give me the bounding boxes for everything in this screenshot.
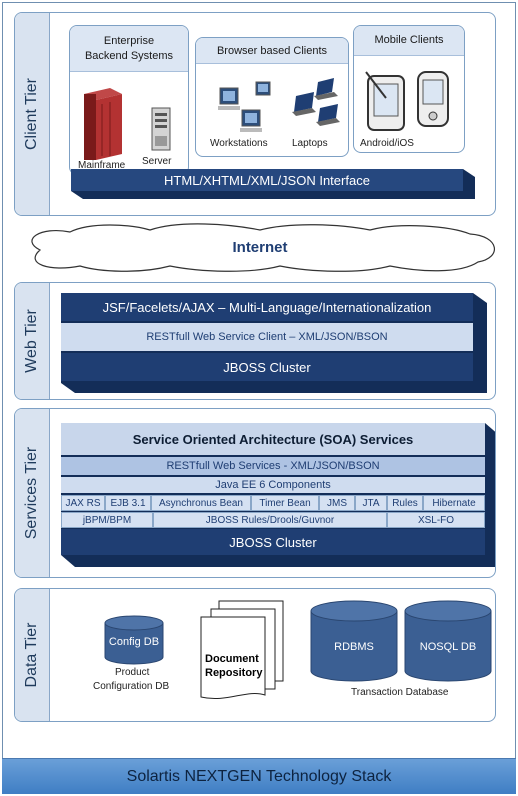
config-caption-1: Product	[115, 667, 150, 678]
browser-title: Browser based Clients	[196, 38, 348, 64]
services-tier-label: Services Tier	[15, 409, 50, 577]
doc-repo-line2: Repository	[205, 667, 263, 679]
server-icon	[151, 107, 171, 151]
laptops-label: Laptops	[292, 138, 328, 149]
config-caption-2: Configuration DB	[93, 681, 170, 692]
mainframe-label: Mainframe	[78, 160, 126, 171]
component-jbpm: jBPM/BPM	[61, 512, 153, 528]
web-jsf-layer: JSF/Facelets/AJAX – Multi-Language/Inter…	[61, 293, 473, 321]
mainframe-icon	[84, 88, 122, 160]
component-jaxrs: JAX RS	[61, 495, 105, 511]
workstations-label: Workstations	[210, 138, 268, 149]
nosql-label: NOSQL DB	[419, 641, 477, 653]
component-ejb: EJB 3.1	[105, 495, 151, 511]
enterprise-title-2: Backend Systems	[84, 50, 174, 62]
doc-repo-line1: Document	[205, 653, 259, 665]
soa-header: Service Oriented Architecture (SOA) Serv…	[61, 423, 485, 455]
enterprise-title-1: Enterprise	[103, 35, 155, 47]
component-jta: JTA	[355, 495, 387, 511]
services-jboss-cluster: JBOSS Cluster	[61, 529, 485, 555]
component-jms: JMS	[319, 495, 355, 511]
services-tier: Services Tier Service Oriented Architect…	[14, 408, 496, 578]
client-tier: Client Tier Enterprise Backend Systems M…	[14, 12, 496, 216]
tablet-icon	[365, 71, 449, 131]
web-tier: Web Tier JSF/Facelets/AJAX – Multi-Langu…	[14, 282, 496, 400]
web-jboss-cluster: JBOSS Cluster	[61, 353, 473, 381]
rdbms-cylinder	[310, 600, 398, 682]
config-db-label: Config DB	[108, 636, 160, 648]
rdbms-label: RDBMS	[334, 641, 374, 653]
web-tier-label: Web Tier	[15, 283, 50, 399]
laptop-icon	[292, 78, 340, 126]
soa-rest-layer: RESTfull Web Services - XML/JSON/BSON	[61, 457, 485, 475]
workstation-icon	[218, 81, 271, 132]
data-tier-label: Data Tier	[15, 589, 50, 721]
component-timer-bean: Timer Bean	[251, 495, 319, 511]
client-tier-label: Client Tier	[15, 13, 50, 215]
data-tier: Data Tier Config DB Product Configuratio…	[14, 588, 496, 722]
document-repository-icon	[200, 600, 284, 699]
transaction-db-label: Transaction Database	[351, 687, 449, 698]
mobile-card: Mobile Clients Android/iOS	[353, 25, 465, 153]
browser-card: Browser based Clients Workstations Lapto…	[195, 37, 349, 157]
soa-javaee-layer: Java EE 6 Components	[61, 477, 485, 493]
internet-cloud	[31, 223, 496, 272]
component-hibernate: Hibernate	[423, 495, 485, 511]
internet-label: Internet	[232, 238, 288, 256]
component-rules: Rules	[387, 495, 423, 511]
footer-title: Solartis NEXTGEN Technology Stack	[2, 758, 516, 794]
component-xslfo: XSL-FO	[387, 512, 485, 528]
mobile-device-label: Android/iOS	[360, 138, 414, 149]
server-label: Server	[142, 156, 172, 167]
nosql-cylinder	[404, 600, 492, 682]
web-rest-client-layer: RESTfull Web Service Client – XML/JSON/B…	[61, 323, 473, 351]
component-async-bean: Asynchronus Bean	[151, 495, 251, 511]
mobile-title: Mobile Clients	[354, 26, 464, 56]
html-interface-bar: HTML/XHTML/XML/JSON Interface	[71, 169, 475, 199]
html-interface-label: HTML/XHTML/XML/JSON Interface	[164, 172, 370, 188]
enterprise-card: Enterprise Backend Systems Mainframe Ser…	[69, 25, 189, 175]
component-jboss-rules: JBOSS Rules/Drools/Guvnor	[153, 512, 387, 528]
config-db-cylinder	[104, 615, 164, 665]
